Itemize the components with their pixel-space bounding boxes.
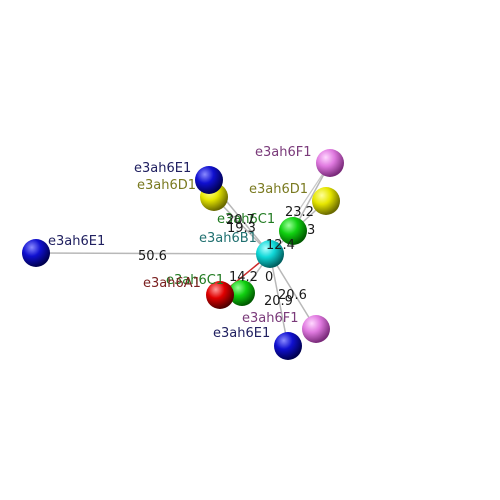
label-green-top: e3ah6C1 bbox=[217, 212, 275, 227]
bond-blue-bottom bbox=[269, 253, 289, 347]
label-green-bottom: e3ah6C1 bbox=[166, 273, 224, 288]
label-blue-left: e3ah6E1 bbox=[48, 234, 105, 249]
distance-violet-bottom: 20.6 bbox=[278, 288, 307, 303]
label-violet-top: e3ah6F1 bbox=[255, 145, 312, 160]
atom-blue-bottom[interactable] bbox=[274, 332, 302, 360]
label-yellow-top-left: e3ah6D1 bbox=[137, 178, 196, 193]
atom-yellow-right[interactable] bbox=[312, 187, 340, 215]
atom-red[interactable] bbox=[206, 281, 234, 309]
atom-green-bottom[interactable] bbox=[229, 280, 255, 306]
distance-blue-bottom: 20.9 bbox=[264, 294, 293, 309]
bond-violet-top-b bbox=[269, 162, 331, 255]
atom-labels: e3ah6E1 e3ah6E1 e3ah6D1 e3ah6F1 e3ah6D1 … bbox=[48, 145, 312, 341]
atom-violet-top[interactable] bbox=[316, 149, 344, 177]
label-violet-bottom: e3ah6F1 bbox=[242, 311, 299, 326]
atoms bbox=[22, 149, 344, 360]
label-red: e3ah6A1 bbox=[143, 276, 201, 291]
distance-green-top-right: 3 bbox=[307, 223, 315, 238]
atom-cyan-center[interactable] bbox=[256, 240, 284, 268]
label-blue-bottom: e3ah6E1 bbox=[213, 326, 270, 341]
distance-labels: 50.6 20.7 19.3 12.4 23.2 3 14.2 0 20.6 2… bbox=[138, 205, 315, 309]
distance-red: 0 bbox=[265, 270, 273, 285]
distance-green-top: 12.4 bbox=[266, 238, 295, 253]
distance-green-bottom: 14.2 bbox=[229, 270, 258, 285]
label-yellow-right: e3ah6D1 bbox=[249, 182, 308, 197]
atom-green-top[interactable] bbox=[279, 217, 307, 245]
atom-blue-top[interactable] bbox=[195, 166, 223, 194]
atom-blue-left[interactable] bbox=[22, 239, 50, 267]
distance-yellow-top-left-a: 20.7 bbox=[226, 213, 255, 228]
label-cyan-center: e3ah6B1 bbox=[199, 231, 257, 246]
distance-yellow-right: 23.2 bbox=[285, 205, 314, 220]
distance-yellow-top-left-b: 19.3 bbox=[227, 221, 256, 236]
bond-blue-left bbox=[35, 252, 271, 255]
atom-violet-bottom[interactable] bbox=[302, 315, 330, 343]
label-blue-top: e3ah6E1 bbox=[134, 161, 191, 176]
distance-blue-left: 50.6 bbox=[138, 249, 167, 264]
bond-violet-bottom bbox=[269, 253, 317, 330]
